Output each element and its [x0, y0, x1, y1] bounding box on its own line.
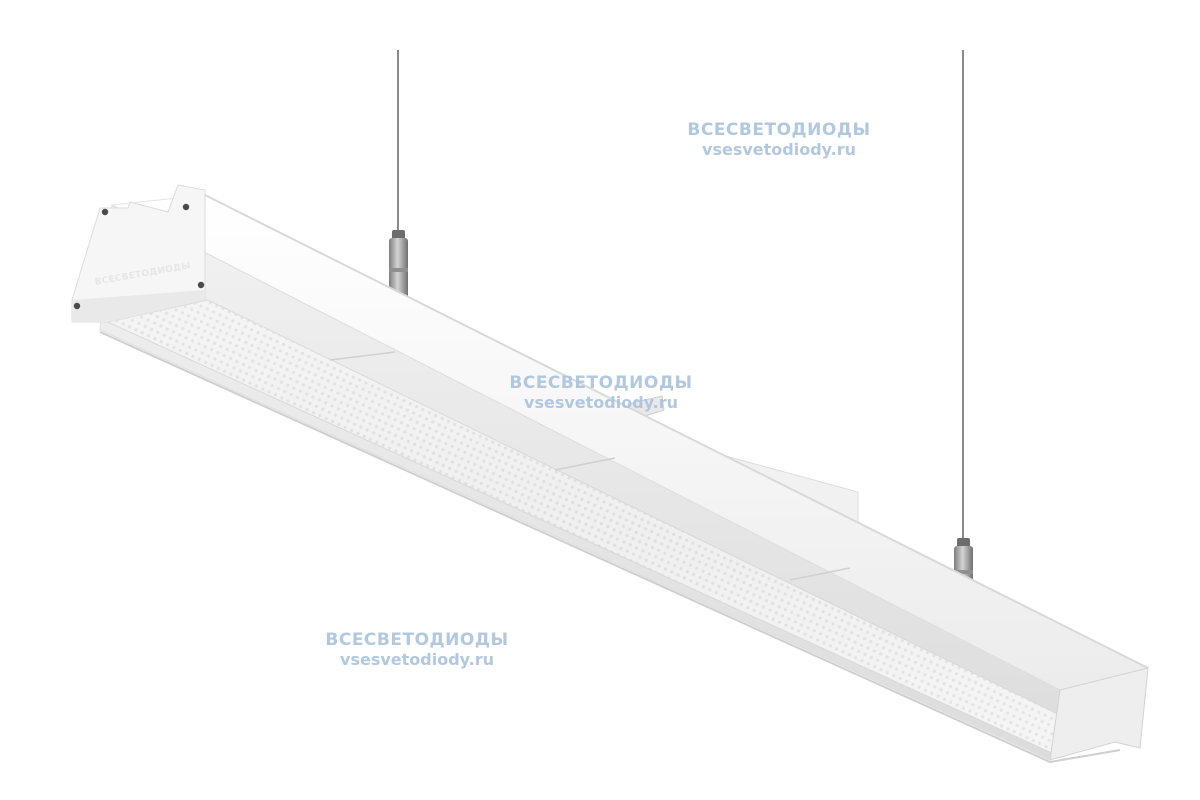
watermark-brand: ВСЕСВЕТОДИОДЫ — [687, 120, 871, 140]
watermark-top: ВСЕСВЕТОДИОДЫ vsesvetodiody.ru — [684, 120, 874, 160]
endcap-right — [1049, 667, 1149, 761]
watermark-brand: ВСЕСВЕТОДИОДЫ — [325, 630, 509, 650]
watermark-url: vsesvetodiody.ru — [340, 650, 494, 670]
watermark-url: vsesvetodiody.ru — [524, 393, 678, 413]
watermark-brand: ВСЕСВЕТОДИОДЫ — [509, 373, 693, 393]
watermark-bottom: ВСЕСВЕТОДИОДЫ vsesvetodiody.ru — [322, 630, 512, 670]
housing-top — [110, 194, 1150, 691]
cable-gripper-left — [389, 230, 408, 300]
screw-icons — [73, 203, 205, 310]
watermark-url: vsesvetodiody.ru — [702, 140, 856, 160]
watermark-middle: ВСЕСВЕТОДИОДЫ vsesvetodiody.ru — [506, 373, 696, 413]
led-module-dividers — [329, 351, 851, 581]
